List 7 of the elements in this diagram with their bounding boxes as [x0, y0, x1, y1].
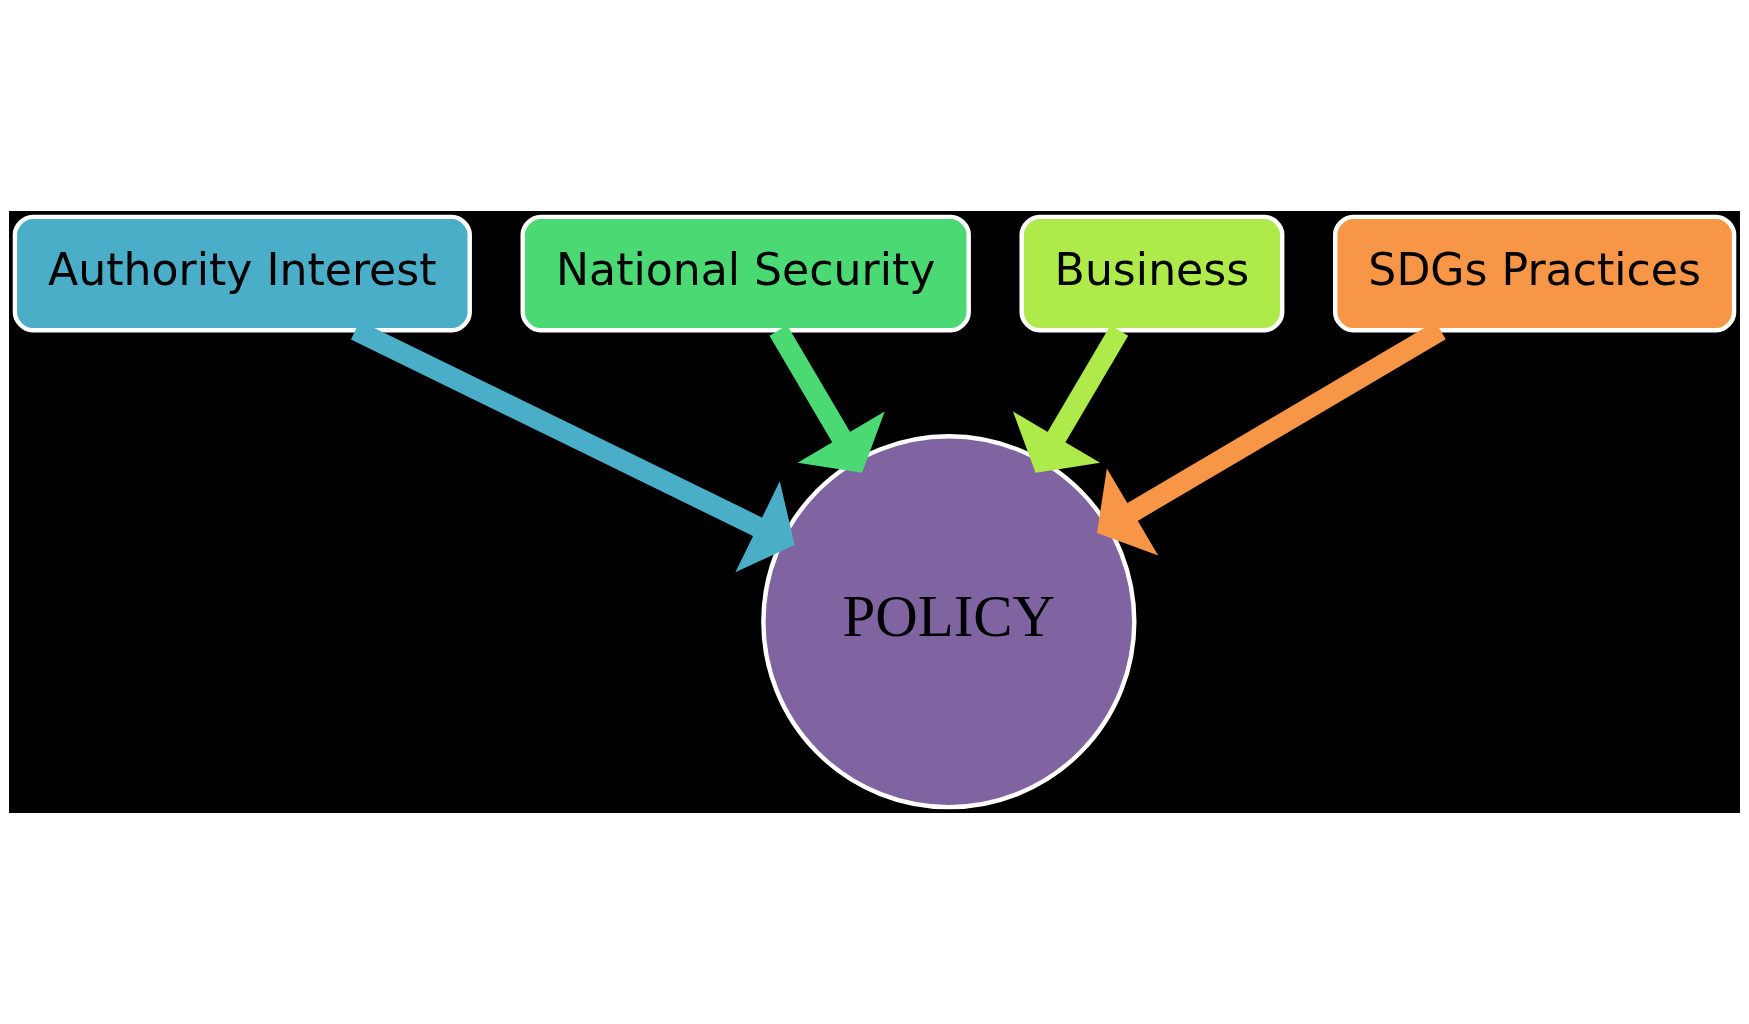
node-box: Business [1019, 214, 1285, 333]
node-circle: POLICY [761, 434, 1137, 810]
arrow [1013, 325, 1129, 473]
arrow [769, 325, 885, 473]
node-box: Authority Interest [12, 214, 472, 333]
node-box: National Security [520, 214, 971, 333]
node-box: SDGs Practices [1333, 214, 1737, 333]
